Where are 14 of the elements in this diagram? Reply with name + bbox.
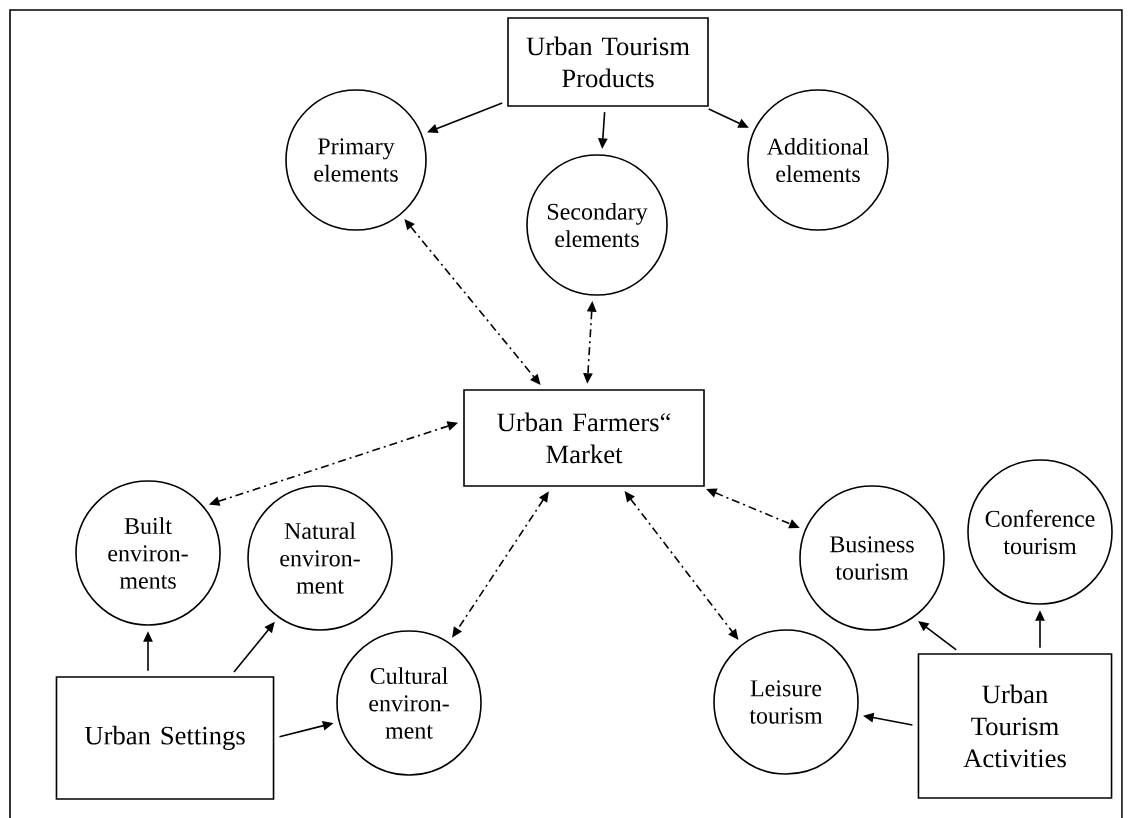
circle-node: Built environ- ments: [75, 480, 221, 626]
circle-node: Natural environ- ment: [247, 485, 393, 631]
process-box: Urban Settings: [55, 676, 275, 800]
circle-node: Conference tourism: [967, 459, 1113, 605]
circle-node: Cultural environ- ment: [336, 630, 482, 776]
process-box: Urban Tourism Products: [507, 17, 709, 107]
circle-node: Leisure tourism: [713, 629, 859, 775]
process-box: Urban Farmers“ Market: [463, 389, 705, 487]
circle-node: Secondary elements: [526, 154, 668, 296]
circle-node: Additional elements: [747, 89, 889, 231]
circle-node: Primary elements: [285, 89, 427, 231]
process-box: Urban Tourism Activities: [917, 653, 1113, 799]
circle-node: Business tourism: [799, 485, 945, 631]
arrow: [624, 491, 739, 640]
